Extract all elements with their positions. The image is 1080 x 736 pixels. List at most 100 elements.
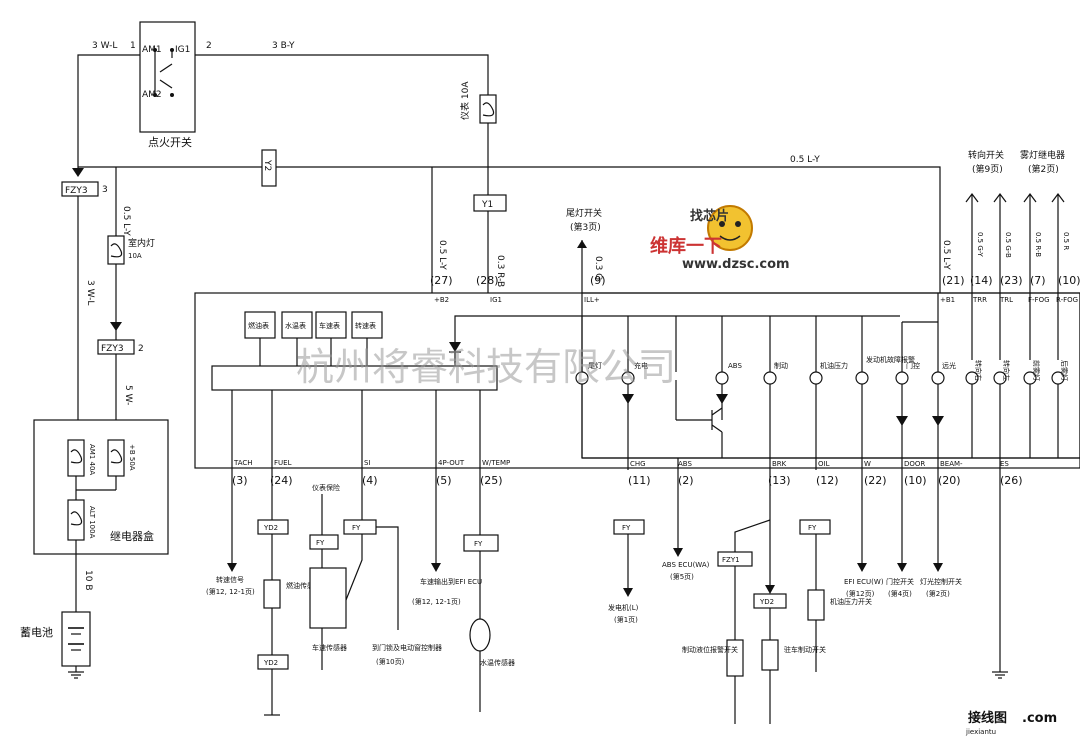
lamp-1-label: 充电 xyxy=(634,361,648,370)
left-wire-w-l: 3 W-L xyxy=(85,280,95,305)
dome-fuse-label: 室内灯 xyxy=(128,237,155,249)
efi-label: EFI ECU(W) xyxy=(844,578,884,586)
lamp-4-label: 机油压力 xyxy=(820,361,848,370)
num-12: (12) xyxy=(816,474,839,487)
fuel-sensor-label: 燃油传感器 xyxy=(286,581,321,590)
speed-sensor xyxy=(309,567,347,629)
pin-rfog: R-FOG xyxy=(1056,296,1078,304)
alternator-page: (第1页) xyxy=(614,615,638,624)
speed-out-label: 车速输出到EFI ECU xyxy=(420,577,482,586)
speed-sensor-label: 车速传感器 xyxy=(312,643,347,652)
pin-28: (28) xyxy=(476,274,499,287)
lamp-5-label: 发动机故障报警 xyxy=(866,355,915,364)
am1-label: AM1 xyxy=(142,45,162,55)
gauge-1-label: 水温表 xyxy=(285,321,306,330)
tail-switch-label: 尾灯开关 xyxy=(566,207,602,219)
connector-fy-d xyxy=(613,519,645,535)
alternator-label: 发电机(L) xyxy=(608,603,639,612)
left-wire-w: 5 W- xyxy=(123,385,133,405)
gauge-fuse-label: 仪表 10A xyxy=(459,81,471,120)
fy-b-label: FY xyxy=(352,524,361,532)
light-sw-label: 灯光控制开关 xyxy=(920,577,962,586)
lamp-0-label: 尾灯 xyxy=(588,361,602,370)
oil-pressure-switch xyxy=(807,589,825,621)
lamp-rear-fog xyxy=(1051,371,1065,458)
efi-page: (第12页) xyxy=(846,589,875,598)
fzy3-bottom-label: FZY3 xyxy=(101,344,124,354)
lamp-high-beam xyxy=(931,293,945,470)
lamp-abs xyxy=(715,316,729,420)
water-sensor-label: 水温传感器 xyxy=(480,658,515,667)
num-2: (2) xyxy=(678,474,694,487)
pin-ffog: F-FOG xyxy=(1028,296,1050,304)
parking-label: 驻车制动开关 xyxy=(784,645,826,654)
door-ctrl-label: 到门锁及电动窗控制器 xyxy=(372,643,442,652)
am2-label: AM2 xyxy=(142,90,162,100)
fzy1-label: FZY1 xyxy=(722,556,740,564)
connector-fy-a xyxy=(309,534,339,550)
ignition-pin2: 2 xyxy=(206,41,212,51)
left-wire-l-y: 0.5 L-Y xyxy=(121,206,131,236)
fy-a-label: FY xyxy=(316,539,325,547)
fy-e-label: FY xyxy=(808,524,817,532)
fzy3-top-label: FZY3 xyxy=(65,186,88,196)
fuse-am1-40a: AM1 40A xyxy=(88,444,96,475)
relay-box-title: 继电器盒 xyxy=(110,529,154,543)
num-3: (3) xyxy=(232,474,248,487)
connector-y1: Y1 xyxy=(481,200,493,210)
battery: 蓄电池 xyxy=(20,611,91,667)
pin-w: W xyxy=(864,460,871,468)
wire-9-label: 0.3 G xyxy=(593,256,603,280)
num-20: (20) xyxy=(938,474,961,487)
meter-circuit-block xyxy=(211,365,498,391)
pin-wtemp: W/TEMP xyxy=(482,459,510,467)
yd2-a-label: YD2 xyxy=(263,524,278,532)
gauge-tachometer xyxy=(351,311,383,339)
pin-beam: BEAM- xyxy=(940,460,963,468)
fog-relay-page: (第2页) xyxy=(1028,163,1059,175)
fuse-b-50a: +B 50A xyxy=(128,444,136,471)
bottom-watermark-text: 接线图 xyxy=(968,710,1007,726)
tach-signal-label: 转速信号 xyxy=(216,575,244,584)
bottom-watermark-com: .com xyxy=(1022,711,1057,726)
bottom-right-watermark: 接线图 jiexiantu .com xyxy=(965,710,1057,736)
pin-b2: +B2 xyxy=(434,296,449,304)
door-sw-label: 门控开关 xyxy=(886,577,914,586)
top-bus-wire xyxy=(78,166,941,293)
pin-9: (9) xyxy=(590,274,606,287)
gauge-speedometer xyxy=(315,311,347,339)
num-4: (4) xyxy=(362,474,378,487)
pin-7: (7) xyxy=(1030,274,1046,287)
dome-fuse xyxy=(107,235,125,265)
lamp-oil xyxy=(809,316,823,470)
num-26: (26) xyxy=(1000,474,1023,487)
turn-switch-page: (第9页) xyxy=(972,163,1003,175)
fy-d-label: FY xyxy=(622,524,631,532)
battery-wire: 10 B xyxy=(83,570,93,591)
logo-main-text: 维库一下 xyxy=(650,235,722,257)
fzy3-top-pin: 3 xyxy=(102,185,108,195)
wire-w-l-label: 3 W-L xyxy=(92,41,117,51)
lamp-9-label: 转向左 xyxy=(1002,360,1011,381)
lamp-11-label: 后雾灯 xyxy=(1060,360,1069,381)
wire-23-label: 0.5 G-B xyxy=(1004,232,1012,258)
lamp-8-label: 转向右 xyxy=(974,360,983,381)
gauge-fuse-ref: 仪表保险 xyxy=(312,483,340,492)
lamp-door xyxy=(895,322,909,470)
battery-title: 蓄电池 xyxy=(20,626,53,639)
abs-ecu-page: (第5页) xyxy=(670,572,694,581)
gauge-fuel xyxy=(244,311,276,339)
pin-trr: TRR xyxy=(972,296,987,304)
fzy3-bottom-pin: 2 xyxy=(138,344,144,354)
connector-y2-box xyxy=(261,149,277,187)
pin-23: (23) xyxy=(1000,274,1023,287)
logo-site-text: www.dzsc.com xyxy=(682,257,790,272)
wire-b-y-label: 3 B-Y xyxy=(272,41,295,51)
num-5: (5) xyxy=(436,474,452,487)
door-sw-page: (第4页) xyxy=(888,589,912,598)
pin-tach: TACH xyxy=(233,459,253,467)
oil-switch-label: 机油压力开关 xyxy=(830,597,872,606)
lamp-row xyxy=(575,293,1080,470)
lamp-engine xyxy=(855,316,869,470)
pin-ill: ILL+ xyxy=(584,296,600,304)
